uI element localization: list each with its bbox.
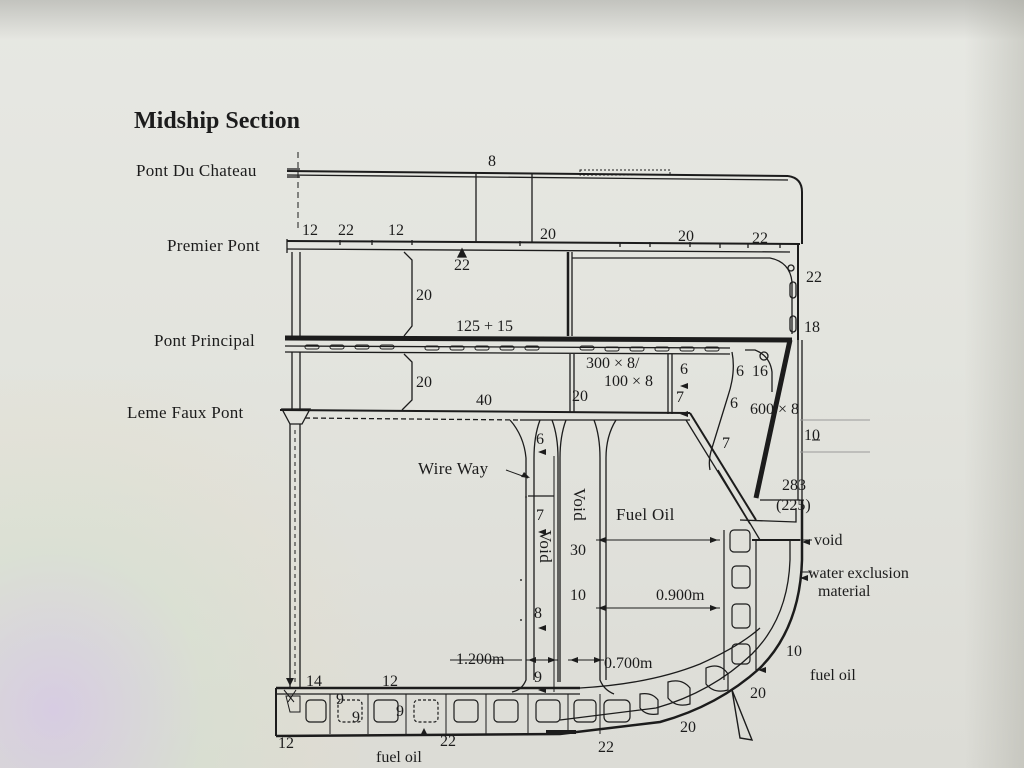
thickness-void-30: 30 bbox=[570, 542, 586, 559]
shell-thickness-283: 283 bbox=[782, 477, 806, 494]
thickness-bhd-20b: 20 bbox=[416, 374, 432, 391]
beam-size-100: 100 × 8 bbox=[604, 373, 653, 390]
thickness-db-9a: 9 bbox=[336, 691, 344, 708]
dimension-lines bbox=[450, 419, 870, 661]
deck-label-pont-du-chateau: Pont Du Chateau bbox=[136, 161, 257, 180]
thickness-pp-22c: 22 bbox=[454, 257, 470, 274]
water-exclusion-label-1: water exclusion bbox=[808, 565, 909, 582]
deck-label-premier-pont: Premier Pont bbox=[167, 236, 260, 255]
dimension-0700: 0.700m bbox=[604, 655, 653, 672]
thickness-db-12a: 12 bbox=[382, 673, 398, 690]
thickness-ww-8: 8 bbox=[534, 605, 542, 622]
deck-label-leme-faux-pont: Leme Faux Pont bbox=[127, 403, 244, 422]
wing-tank-structure bbox=[717, 469, 800, 541]
pont-principal-deck bbox=[284, 335, 793, 355]
beam-size-600: 600 × 8 bbox=[750, 401, 799, 418]
thickness-bottom-22a: 22 bbox=[440, 733, 456, 750]
fuel-oil-bilge-label: fuel oil bbox=[810, 667, 856, 684]
thickness-chateau: 8 bbox=[488, 153, 496, 170]
dimension-1200: 1.200m bbox=[456, 651, 505, 668]
side-shell bbox=[275, 500, 804, 738]
thickness-side-10: 10 bbox=[804, 427, 820, 444]
thickness-ww-6: 6 bbox=[536, 431, 544, 448]
pont-du-chateau-deck bbox=[286, 168, 803, 244]
thickness-wing-16: 16 bbox=[752, 363, 768, 380]
fuel-oil-bottom-label: fuel oil bbox=[376, 749, 422, 766]
arrowheads bbox=[521, 383, 810, 693]
thickness-wing-6c: 6 bbox=[730, 395, 738, 412]
thickness-pp-20a: 20 bbox=[540, 226, 556, 243]
pont-principal-thickness: 125 + 15 bbox=[456, 318, 513, 335]
thickness-bottom-22b: 22 bbox=[598, 739, 614, 756]
deck-label-pont-principal: Pont Principal bbox=[154, 331, 255, 350]
thickness-wing-6a: 6 bbox=[680, 361, 688, 378]
thickness-pp-12a: 12 bbox=[302, 222, 318, 239]
beam-size-300: 300 × 8/ bbox=[586, 355, 640, 372]
thickness-ww-7: 7 bbox=[536, 507, 544, 524]
thickness-wing-7b: 7 bbox=[722, 435, 730, 452]
leader-arrows bbox=[286, 678, 428, 736]
lower-tween-deck-structure bbox=[291, 339, 803, 500]
fuel-oil-tank-label: Fuel Oil bbox=[616, 505, 675, 524]
diagram-title: Midship Section bbox=[134, 108, 300, 134]
dimension-0900: 0.900m bbox=[656, 587, 705, 604]
leme-faux-pont-deck bbox=[279, 408, 757, 525]
thickness-bhd-20c: 20 bbox=[572, 388, 588, 405]
thickness-bhd-20a: 20 bbox=[416, 287, 432, 304]
thickness-void-10: 10 bbox=[570, 587, 586, 604]
thickness-bilge-20: 20 bbox=[750, 685, 766, 702]
thickness-pp-22a: 22 bbox=[338, 222, 354, 239]
longitudinal-bulkheads bbox=[509, 419, 617, 695]
thickness-wing-6b: 6 bbox=[736, 363, 744, 380]
thickness-db-12b: 12 bbox=[278, 735, 294, 752]
thickness-pp-12b: 12 bbox=[388, 222, 404, 239]
thickness-bottom-20: 20 bbox=[680, 719, 696, 736]
thickness-pp-20b: 20 bbox=[678, 228, 694, 245]
void-label-small: void bbox=[814, 532, 842, 549]
thickness-pp-22b: 22 bbox=[752, 230, 768, 247]
bilge-cells bbox=[639, 529, 757, 741]
thickness-db-9b: 9 bbox=[352, 709, 360, 726]
wire-way-label: Wire Way bbox=[418, 459, 489, 478]
water-exclusion-label-2: material bbox=[818, 583, 871, 600]
thickness-lfp-40: 40 bbox=[476, 392, 492, 409]
thickness-side-18: 18 bbox=[804, 319, 820, 336]
thickness-db-9c: 9 bbox=[396, 703, 404, 720]
premier-pont-deck bbox=[286, 239, 801, 258]
void-label-right: Void bbox=[570, 488, 589, 521]
shell-thickness-225: (225) bbox=[776, 497, 811, 514]
double-bottom bbox=[275, 627, 761, 736]
centerline-pillar bbox=[289, 424, 301, 688]
upper-tween-deck-structure bbox=[291, 244, 799, 340]
thickness-ww-9: 9 bbox=[534, 669, 542, 686]
thickness-wing-7a: 7 bbox=[676, 389, 684, 406]
thickness-side-22: 22 bbox=[806, 269, 822, 286]
thickness-db-14: 14 bbox=[306, 673, 322, 690]
void-label-left: Void bbox=[536, 530, 555, 563]
thickness-bilge-10: 10 bbox=[786, 643, 802, 660]
